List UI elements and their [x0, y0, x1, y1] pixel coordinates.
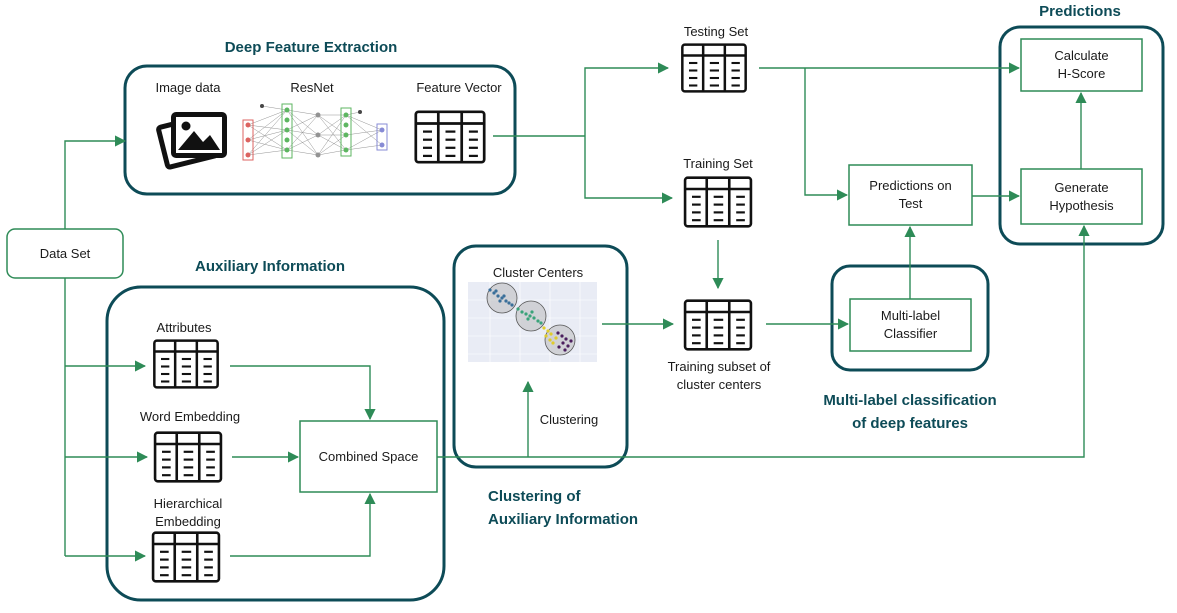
calculate-line1: Calculate [1054, 48, 1109, 63]
predictions-frame [998, 25, 1165, 246]
image-data-label: Image data [155, 80, 221, 95]
deep-feature-extraction-title: Deep Feature Extraction [224, 39, 398, 56]
cluster-scatter-plot [468, 282, 597, 362]
split-to-testing-arrow [584, 62, 670, 136]
data-set-label: Data Set [39, 245, 91, 261]
hierarchical-label-line2: Embedding [155, 514, 221, 529]
image-data-icon [156, 112, 227, 170]
training-subset-label-line2: cluster centers [676, 377, 762, 392]
multilabel-title-line1: Multi-label classification [823, 392, 997, 409]
predictions-test-line1: Predictions on [869, 178, 952, 193]
feature-vector-table-icon [414, 110, 486, 164]
attributes-to-combined-arrow [230, 365, 376, 421]
dataset-to-feature-arrow [64, 135, 127, 229]
calculate-hscore-box [1020, 38, 1143, 92]
word-embedding-table-icon [153, 431, 223, 483]
clustering-title-line2: Auxiliary Information [488, 511, 639, 528]
word-embedding-label: Word Embedding [139, 409, 241, 424]
resnet-label: ResNet [290, 80, 334, 95]
training-set-label: Training Set [683, 156, 753, 171]
combined-space-label: Combined Space [318, 448, 419, 464]
predictions-on-test-box [848, 164, 973, 226]
testing-set-label: Testing Set [683, 24, 749, 39]
predictions-title: Predictions [1039, 3, 1121, 20]
hierarchical-label-line1: Hierarchical [153, 496, 223, 511]
combined-space-box [299, 420, 438, 493]
training-subset-label-line1: Training subset of [667, 359, 771, 374]
predictions-on-test-label: Predictions on Test [849, 165, 972, 225]
multilabel-line1: Multi-label [880, 308, 941, 323]
attributes-label: Attributes [156, 320, 212, 335]
training-set-table-icon [683, 176, 753, 228]
testing-set-table-icon [680, 43, 748, 93]
training-subset-table-icon [683, 299, 753, 351]
auxiliary-frame [105, 285, 446, 602]
multilabel-line2: Classifier [883, 326, 938, 341]
cluster-centers-label: Cluster Centers [492, 265, 584, 280]
clustering-frame [452, 244, 629, 469]
predictions-test-line2: Test [898, 196, 923, 211]
calculate-hscore-label: Calculate H-Score [1021, 39, 1142, 91]
testing-to-predtest-arrow [804, 68, 849, 201]
deep-feature-frame [123, 64, 517, 196]
generate-hypothesis-box [1020, 168, 1143, 225]
multilabel-classifier-box [849, 298, 972, 352]
hier-to-combined-arrow [230, 492, 376, 557]
combined-to-hypothesis-arrow [437, 224, 1090, 458]
auxiliary-information-title: Auxiliary Information [194, 258, 346, 275]
generate-line2: Hypothesis [1049, 197, 1114, 213]
calculate-line2: H-Score [1057, 66, 1106, 81]
multilabel-title-line2: of deep features [852, 415, 968, 432]
hierarchical-embedding-table-icon [151, 531, 221, 583]
split-to-training-arrow [584, 136, 674, 204]
clustering-label: Clustering [539, 412, 599, 427]
generate-line1: Generate [1054, 179, 1109, 195]
feature-vector-label: Feature Vector [416, 80, 502, 95]
resnet-icon [242, 103, 388, 161]
clustering-title-line1: Clustering of [488, 488, 581, 505]
attributes-table-icon [152, 339, 220, 389]
generate-hypothesis-label: Generate Hypothesis [1021, 169, 1142, 224]
multilabel-classifier-label: Multi-label Classifier [850, 299, 971, 351]
